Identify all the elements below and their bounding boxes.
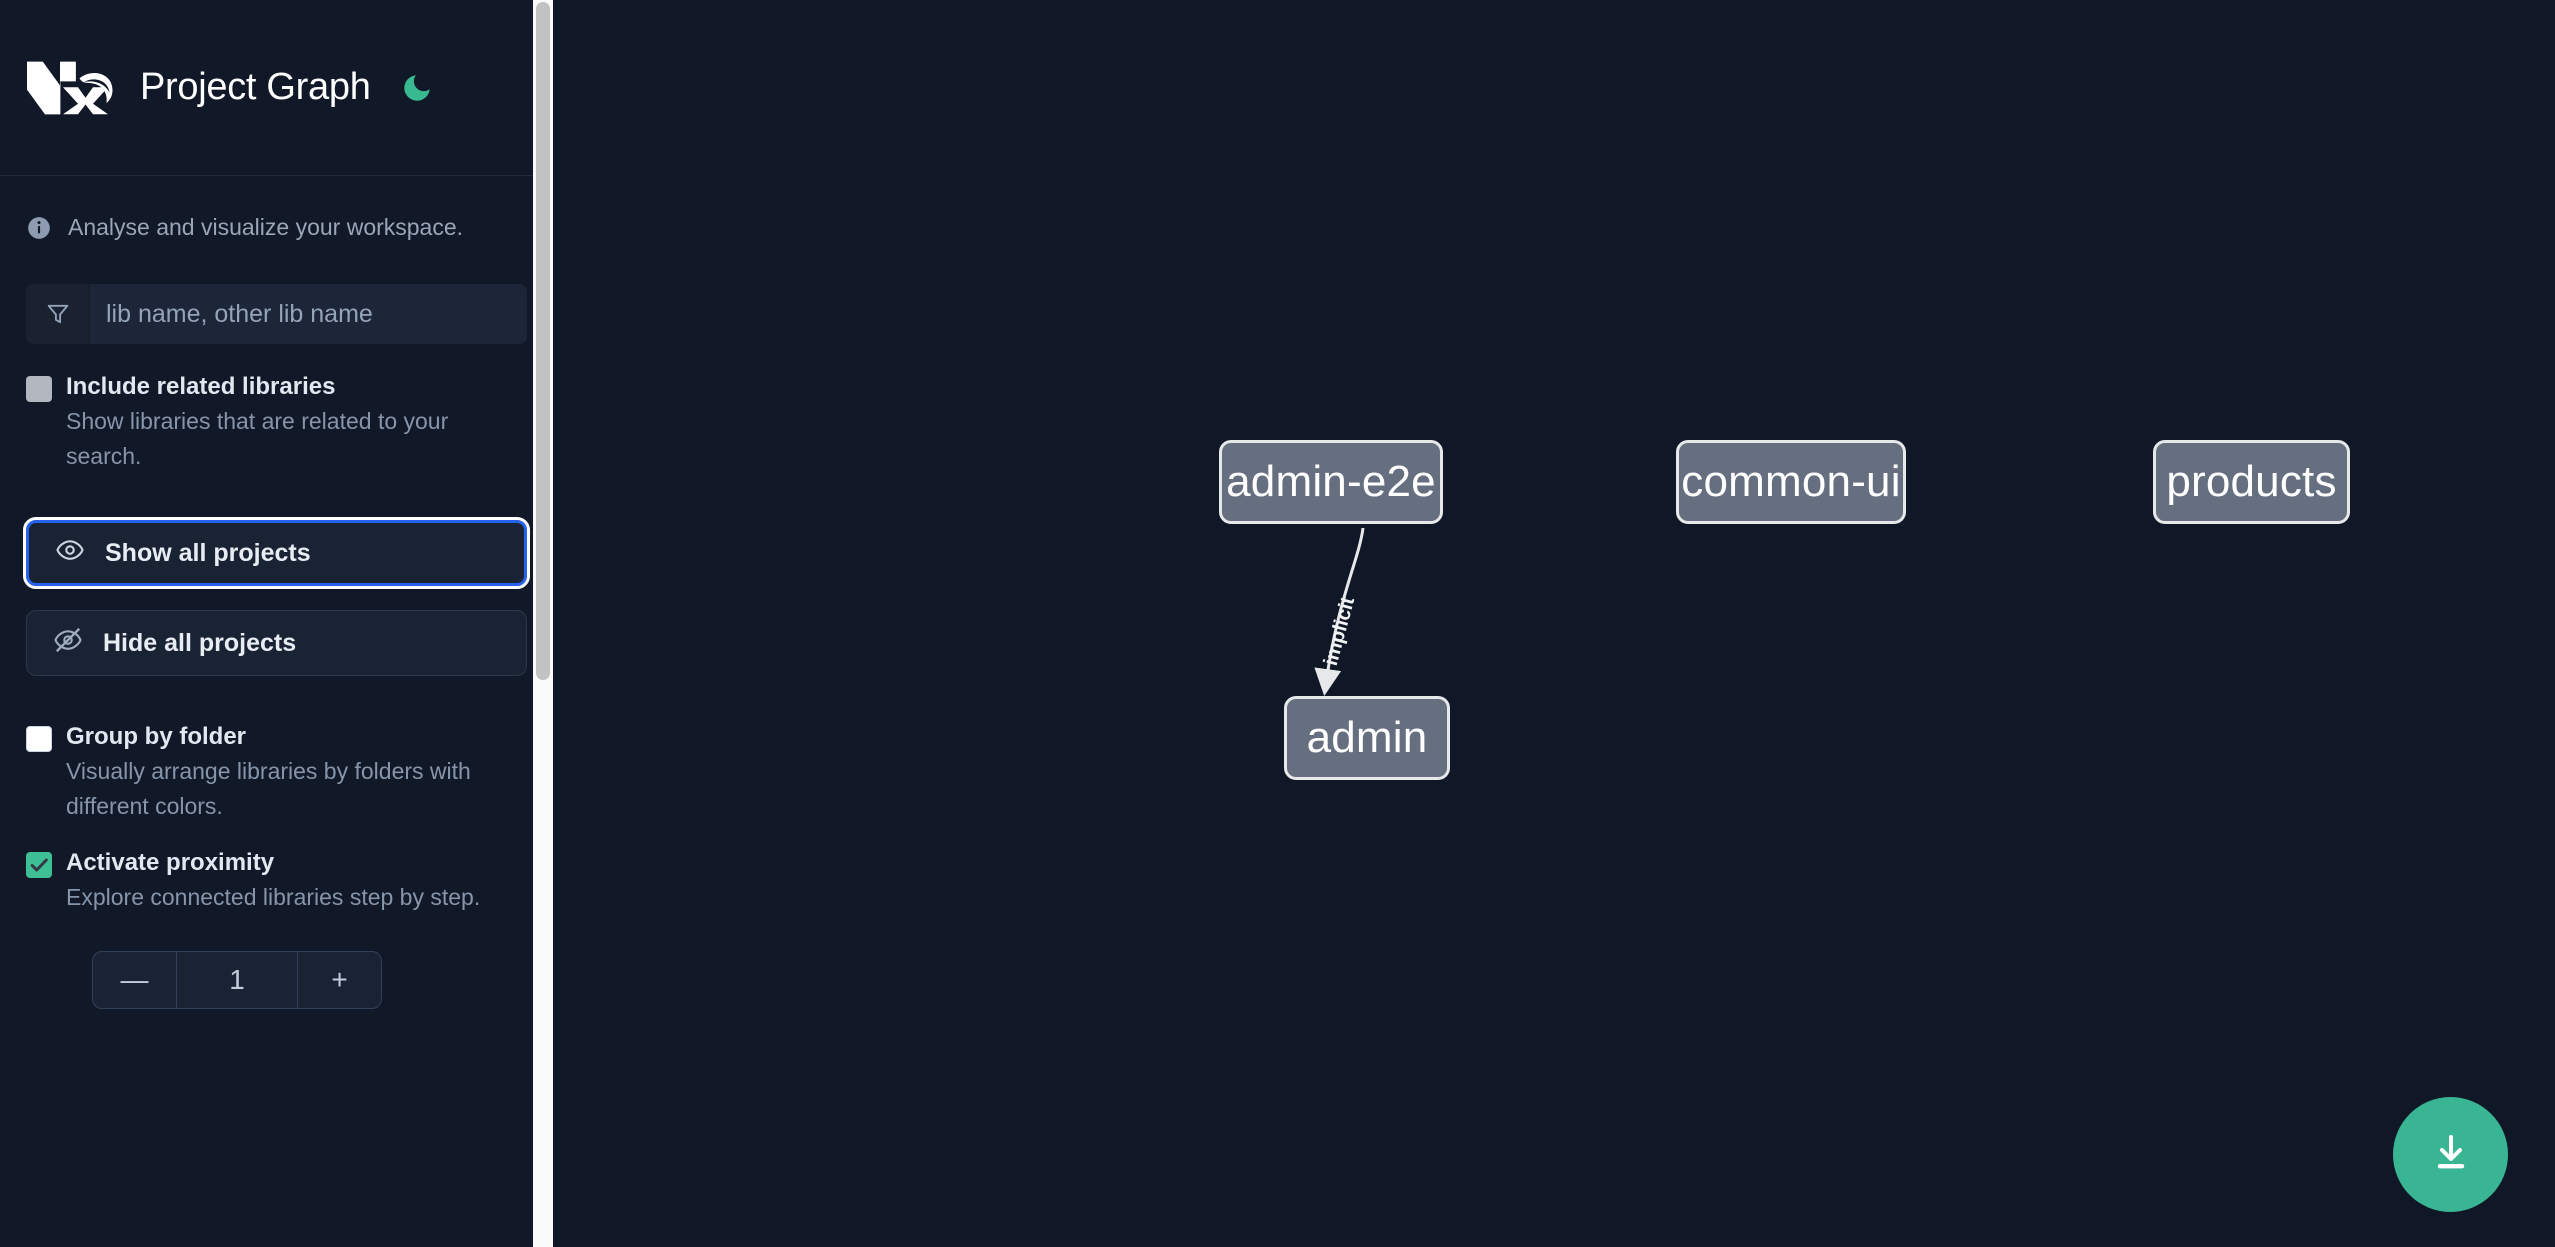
proximity-stepper: — 1 +: [92, 951, 382, 1009]
filter-funnel-icon: [26, 284, 90, 344]
graph-node-admin-e2e[interactable]: admin-e2e: [1219, 440, 1443, 524]
show-all-projects-label: Show all projects: [105, 538, 311, 567]
eye-off-icon: [53, 625, 83, 662]
activate-proximity-sublabel: Explore connected libraries step by step…: [66, 884, 481, 910]
include-related-libraries-checkbox[interactable]: [26, 376, 52, 402]
sidebar-description: Analyse and visualize your workspace.: [0, 176, 553, 241]
search-input[interactable]: [90, 284, 527, 344]
proximity-decrement-button[interactable]: —: [93, 952, 177, 1008]
info-icon: [26, 215, 52, 241]
group-by-folder-checkbox[interactable]: [26, 726, 52, 752]
graph-node-label: common-ui: [1681, 457, 1901, 506]
graph-node-label: products: [2166, 457, 2337, 506]
include-related-libraries-row[interactable]: Include related libraries Show libraries…: [0, 344, 553, 474]
sidebar-header: Project Graph: [0, 0, 553, 176]
graph-node-label: admin-e2e: [1226, 457, 1436, 506]
activate-proximity-label: Activate proximity: [66, 849, 275, 876]
graph-node-products[interactable]: products: [2153, 440, 2350, 524]
sidebar-scrollbar[interactable]: [533, 0, 553, 1247]
group-by-folder-label: Group by folder: [66, 723, 246, 750]
group-by-folder-row[interactable]: Group by folder Visually arrange librari…: [0, 676, 553, 824]
show-all-projects-button[interactable]: Show all projects: [23, 517, 530, 589]
graph-node-common-ui[interactable]: common-ui: [1676, 440, 1906, 524]
sidebar: Project Graph Analyse and visualize your…: [0, 0, 553, 1247]
hide-all-projects-label: Hide all projects: [103, 628, 297, 657]
proximity-value: 1: [229, 964, 245, 995]
proximity-increment-button[interactable]: +: [297, 952, 381, 1008]
eye-icon: [55, 535, 85, 572]
graph-edges: [1314, 527, 1365, 696]
graph-canvas[interactable]: admin-e2e common-ui products store-e2e a…: [553, 0, 2555, 1247]
download-icon: [2427, 1129, 2475, 1180]
graph-node-admin[interactable]: admin: [1284, 696, 1450, 780]
edge-admin-e2e-to-admin: [1314, 527, 1365, 696]
page-title: Project Graph: [140, 66, 371, 108]
graph-node-label: admin: [1306, 713, 1428, 762]
group-by-folder-sublabel: Visually arrange libraries by folders wi…: [66, 758, 471, 819]
include-related-libraries-sublabel: Show libraries that are related to your …: [66, 408, 449, 469]
activate-proximity-row[interactable]: Activate proximity Explore connected lib…: [0, 824, 553, 915]
activate-proximity-checkbox[interactable]: [26, 852, 52, 878]
download-graph-button[interactable]: [2393, 1097, 2508, 1212]
moon-icon[interactable]: [397, 68, 437, 108]
sidebar-scrollbar-thumb[interactable]: [536, 2, 550, 680]
hide-all-projects-button[interactable]: Hide all projects: [26, 610, 527, 676]
include-related-libraries-label: Include related libraries: [66, 373, 336, 400]
sidebar-description-text: Analyse and visualize your workspace.: [68, 214, 464, 240]
filter-field[interactable]: [26, 284, 527, 344]
nx-logo-icon: [24, 57, 114, 119]
